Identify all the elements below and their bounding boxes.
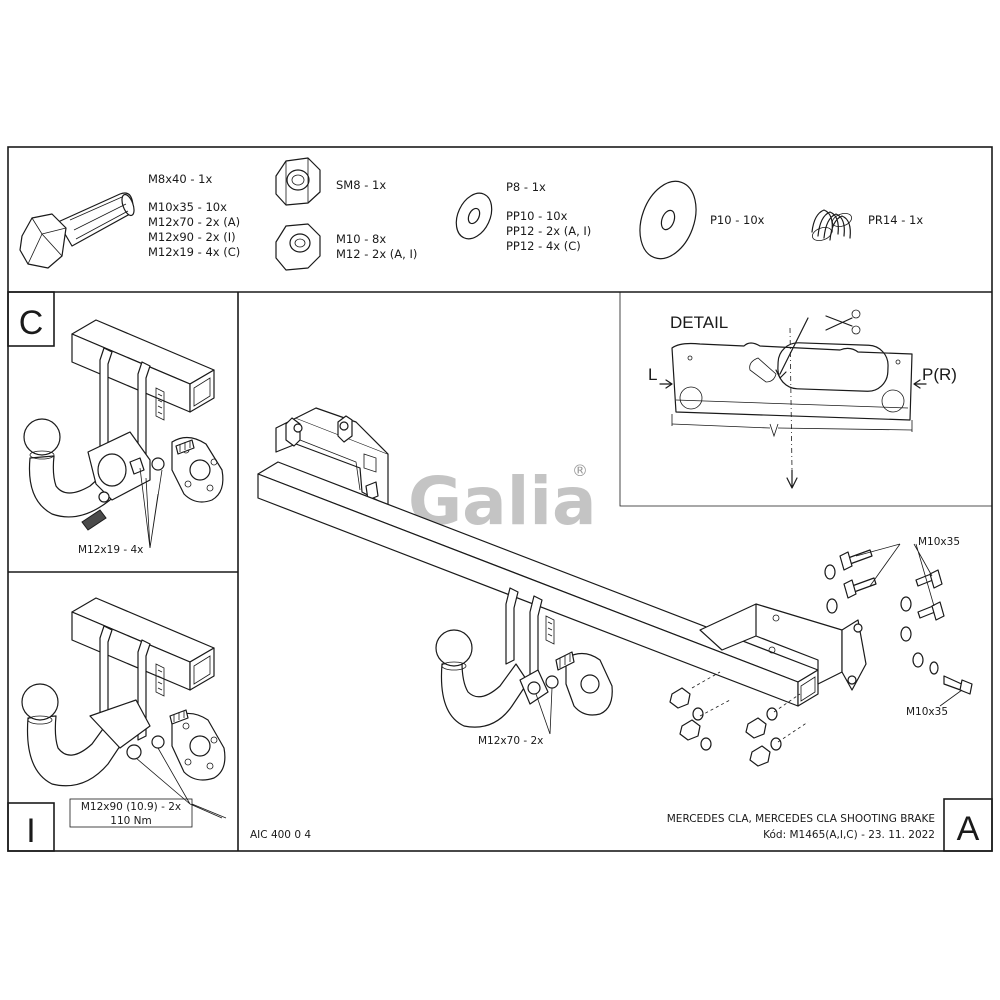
hex-nut-icon	[275, 223, 321, 271]
detail-right-label: P(R)	[922, 365, 957, 384]
bolt-title-label: M8x40 - 1x	[148, 172, 212, 186]
letter-box-c: C	[7, 291, 55, 347]
detail-box	[619, 292, 992, 507]
small-washer-line-2: PP12 - 2x (A, I)	[506, 224, 591, 238]
bolt-line-1: M10x35 - 10x	[148, 200, 227, 214]
detail-title: DETAIL	[670, 313, 728, 332]
panel-i-bolt-callout-1: M12x90 (10.9) - 2x	[81, 801, 181, 813]
main-towbar-drawing	[257, 407, 973, 767]
small-washer-title: P8 - 1x	[506, 180, 546, 194]
panel-letter-c: C	[19, 304, 44, 342]
big-washer-label: P10 - 10x	[710, 213, 765, 227]
panel-i-bolt-callout-2: 110 Nm	[110, 815, 151, 827]
lock-nut-icon	[275, 157, 321, 206]
bolt-line-3: M12x90 - 2x (I)	[148, 230, 236, 244]
detail-left-label: L	[648, 365, 657, 384]
locknut-label: SM8 - 1x	[336, 178, 386, 192]
letter-box-i: I	[7, 802, 55, 852]
vehicle-name: MERCEDES CLA, MERCEDES CLA SHOOTING BRAK…	[667, 813, 935, 825]
panel-i-towbar-drawing	[21, 597, 227, 828]
spring-icon	[811, 209, 853, 241]
letter-box-a: A	[943, 798, 993, 852]
main-bolt-bottom-callout: M10x35	[906, 706, 948, 718]
main-bolt-callout: M12x70 - 2x	[478, 735, 543, 747]
panel-c-towbar-drawing	[23, 319, 224, 549]
nut-line-1: M10 - 8x	[336, 232, 386, 246]
registered-mark: ®	[572, 461, 588, 480]
panel-letter-i: I	[26, 812, 35, 850]
small-washer-line-3: PP12 - 4x (C)	[506, 239, 581, 253]
fastener-stack-right	[669, 543, 973, 767]
spring-label: PR14 - 1x	[868, 213, 923, 227]
nut-line-2: M12 - 2x (A, I)	[336, 247, 417, 261]
bolt-line-4: M12x19 - 4x (C)	[148, 245, 240, 259]
panel-c-bolt-callout: M12x19 - 4x	[78, 544, 143, 556]
small-washer-icon	[455, 192, 493, 240]
hex-bolt-icon	[19, 192, 135, 269]
panel-letter-a: A	[957, 810, 980, 848]
big-washer-icon	[639, 180, 697, 260]
bolt-line-2: M12x70 - 2x (A)	[148, 215, 240, 229]
small-washer-line-1: PP10 - 10x	[506, 209, 568, 223]
outer-frame	[7, 146, 993, 852]
product-code: AIC 400 0 4	[250, 829, 311, 841]
main-bolt-top-callout: M10x35	[918, 536, 960, 548]
kod-line: Kód: M1465(A,I,C) - 23. 11. 2022	[763, 829, 935, 841]
